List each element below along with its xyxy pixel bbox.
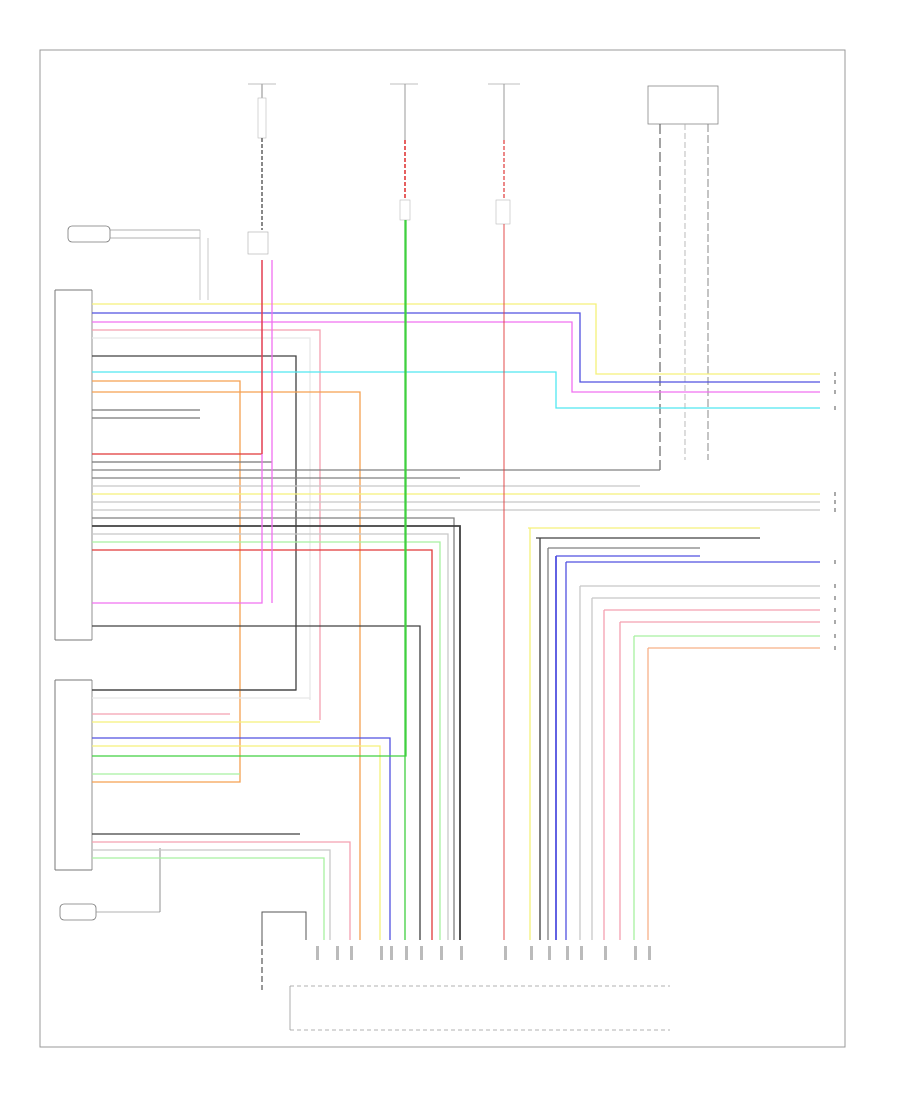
bottom-connector: [289, 985, 670, 1031]
fuse-b: [390, 83, 418, 221]
fuse-a: [247, 83, 276, 255]
left-speaker-top: [67, 225, 209, 300]
wire-bundle-right: [528, 527, 820, 940]
wire-bundle-upper: [92, 260, 820, 940]
bottom-pins: [316, 946, 651, 960]
left-speaker-bottom: [59, 848, 161, 921]
diagram-frame: [39, 49, 846, 1048]
top-right-module: [460, 85, 719, 471]
ground-point: [261, 911, 307, 990]
vertical-trunks: [261, 220, 505, 940]
radio-unit-block: [54, 289, 93, 871]
wire-bundle-lower: [92, 220, 407, 940]
fuse-c: [488, 83, 520, 225]
right-terminal-markers: [834, 372, 836, 650]
